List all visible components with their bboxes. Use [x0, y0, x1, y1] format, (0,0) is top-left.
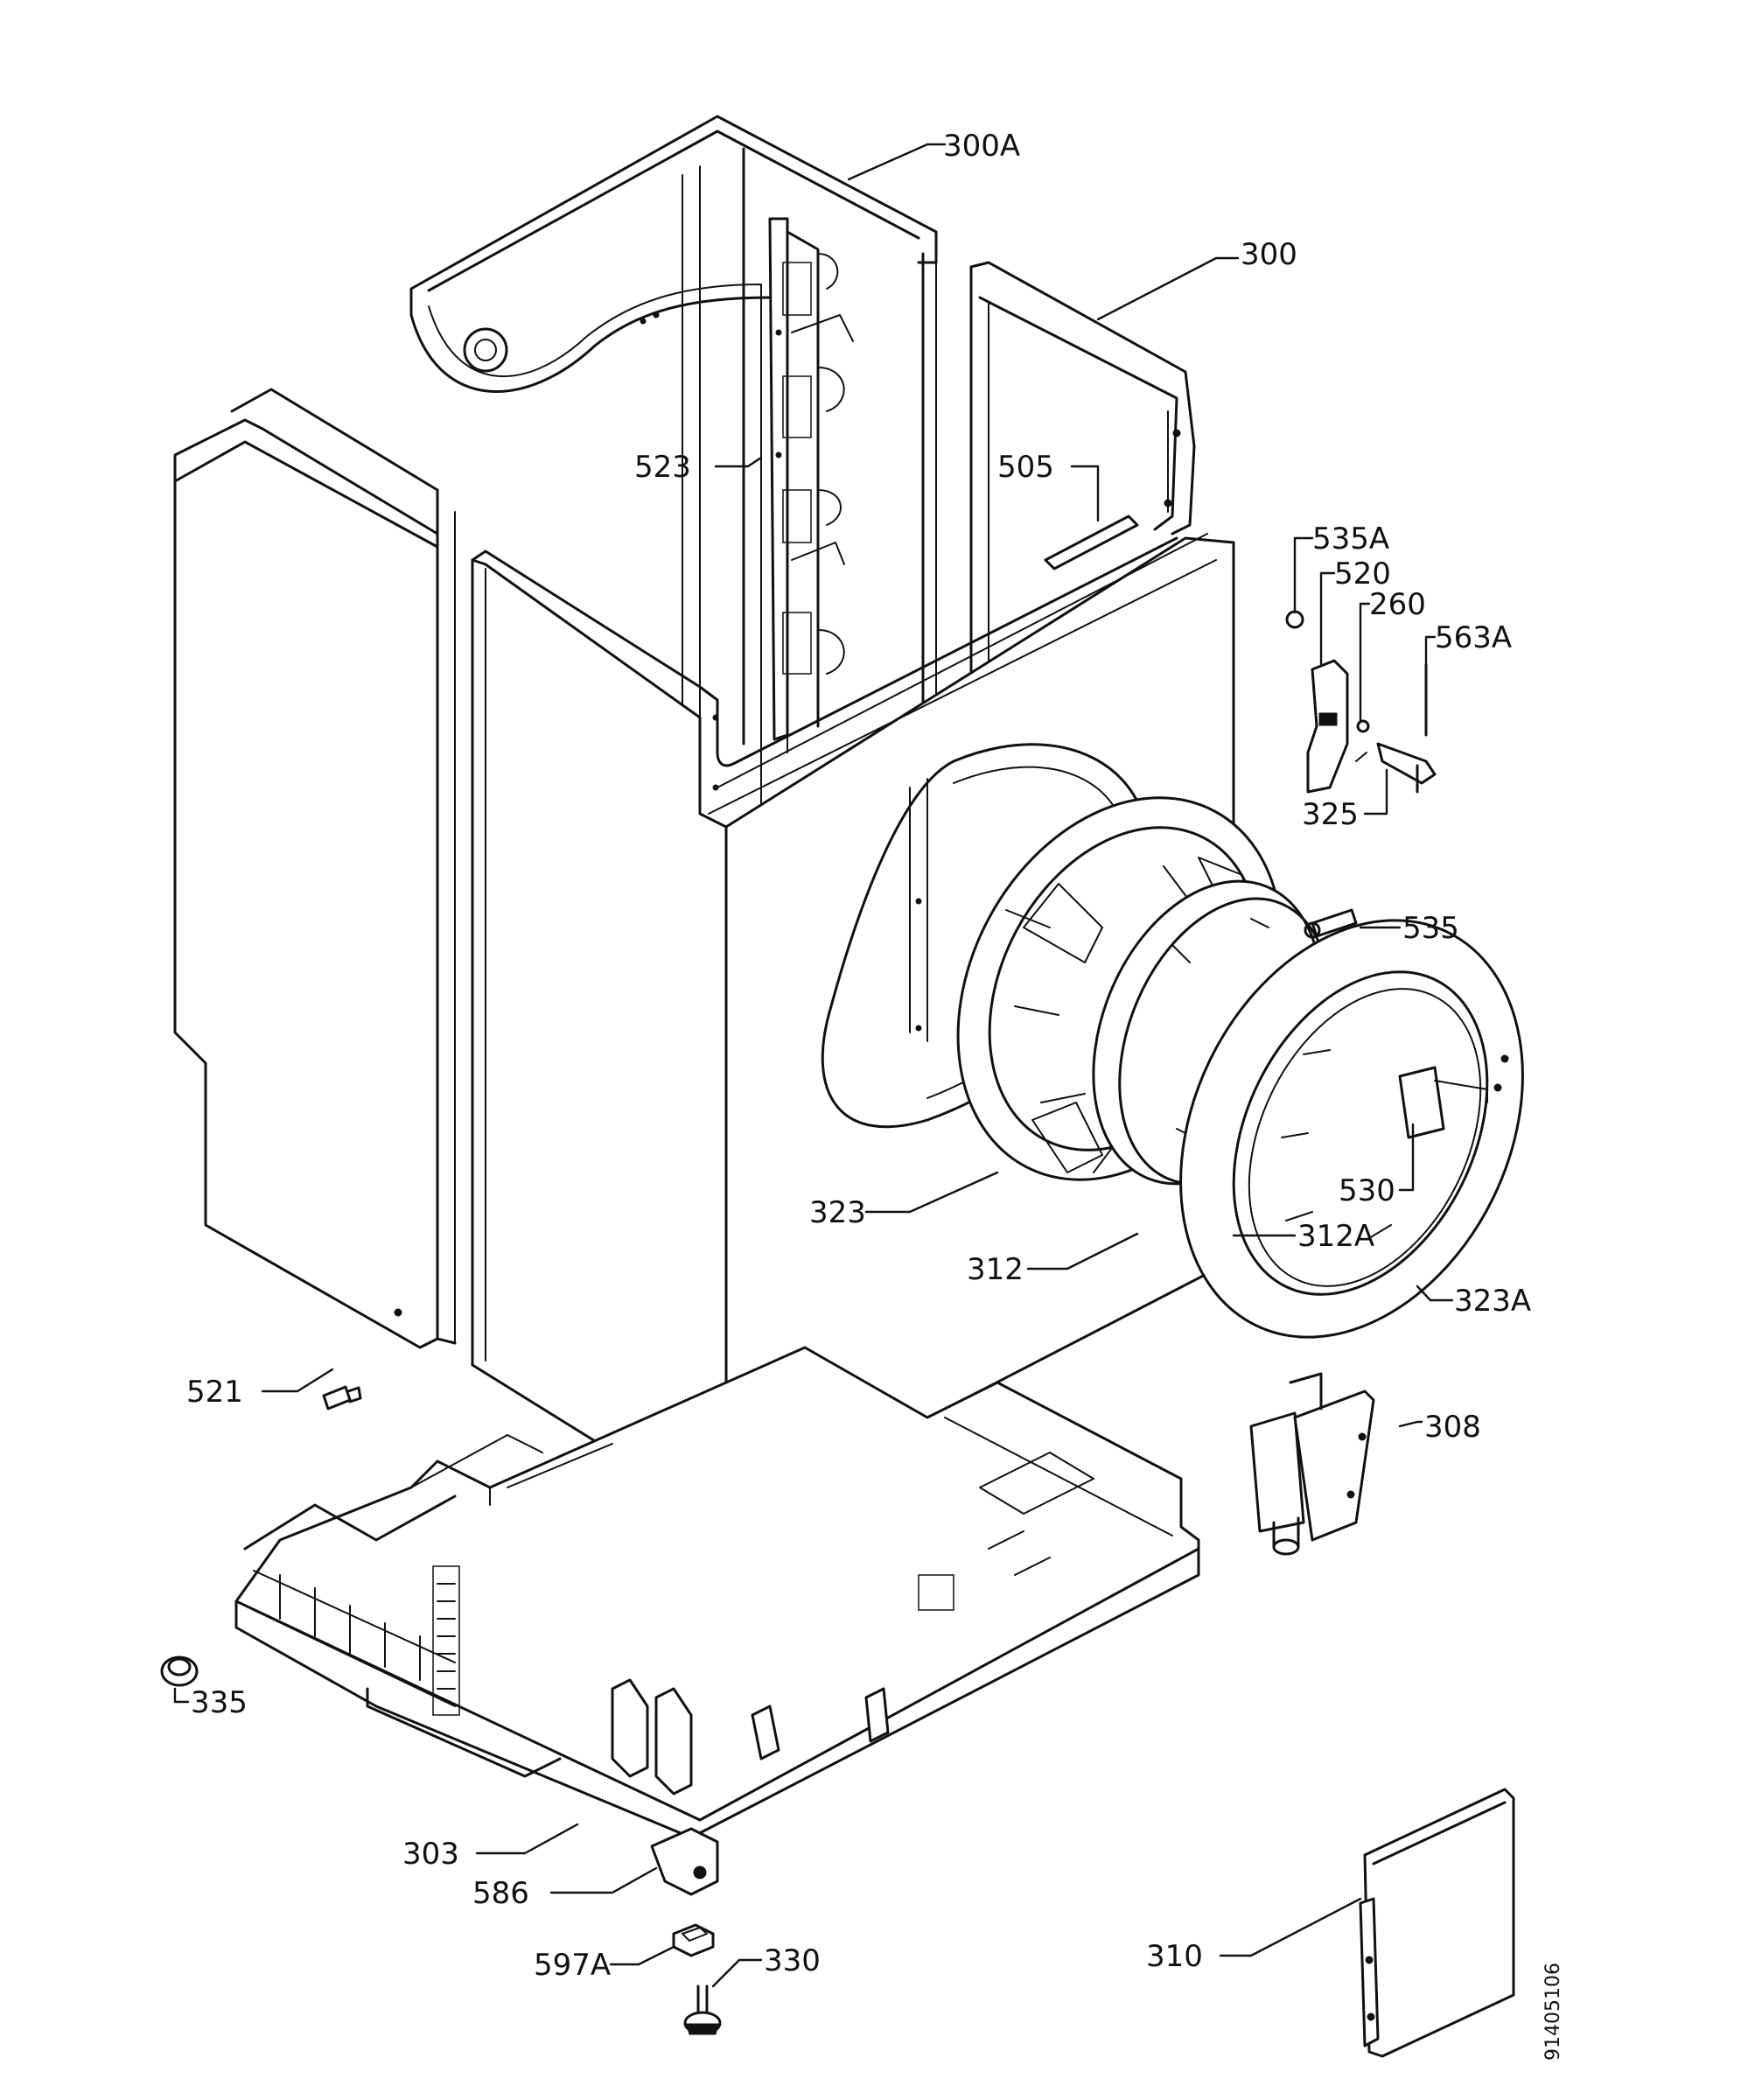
callout-530: 530 — [1339, 1173, 1395, 1208]
adjustable-foot-330 — [683, 1984, 722, 2035]
callout-563A: 563A — [1435, 620, 1512, 655]
callout-labels: 300A 300 523 505 535A 520 260 563A 325 5… — [186, 129, 1564, 2061]
leader-lines — [173, 143, 1454, 1988]
nut-597A — [672, 1923, 715, 1957]
callout-300A: 300A — [943, 129, 1020, 164]
callout-535: 535 — [1402, 911, 1459, 946]
cabinet-base — [234, 1346, 1200, 1896]
callout-523: 523 — [634, 450, 691, 485]
callout-325: 325 — [1302, 797, 1359, 832]
callout-323: 323 — [809, 1195, 866, 1230]
callout-300: 300 — [1241, 237, 1297, 272]
divider-bracket — [768, 217, 854, 741]
callout-303: 303 — [402, 1837, 459, 1872]
door-lock-parts — [1285, 610, 1437, 794]
callout-520: 520 — [1334, 556, 1391, 592]
callout-308: 308 — [1424, 1410, 1481, 1445]
callout-312: 312 — [967, 1252, 1024, 1287]
callout-597A: 597A — [534, 1948, 611, 1983]
callout-521: 521 — [186, 1375, 243, 1410]
screw-521 — [322, 1385, 362, 1410]
callout-335: 335 — [191, 1685, 248, 1720]
drawing-number: 91405106 — [1542, 1963, 1564, 2061]
door-hinge — [1249, 1372, 1375, 1556]
callout-260: 260 — [1369, 587, 1426, 622]
callout-312A: 312A — [1297, 1219, 1374, 1254]
callout-535A: 535A — [1312, 522, 1389, 556]
cabinet-left-panel — [173, 388, 457, 1349]
callout-323A: 323A — [1454, 1284, 1531, 1319]
callout-586: 586 — [472, 1876, 529, 1911]
callout-330: 330 — [764, 1943, 821, 1978]
access-panel-310 — [1359, 1788, 1515, 2058]
door-outer-ring — [1179, 908, 1524, 1339]
callout-310: 310 — [1146, 1939, 1203, 1974]
foot-cap-335 — [160, 1656, 199, 1687]
callout-505: 505 — [997, 450, 1054, 485]
